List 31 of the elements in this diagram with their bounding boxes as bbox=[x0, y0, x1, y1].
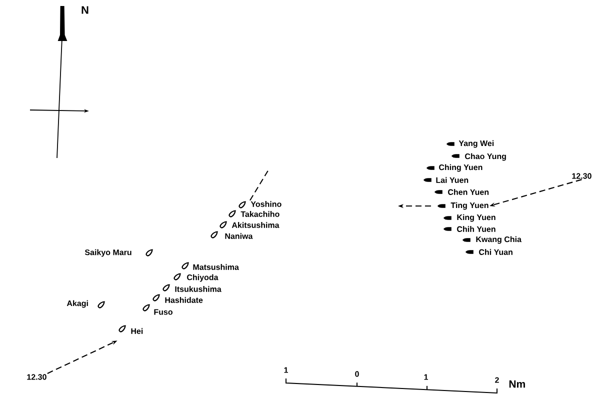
ship-name: Itsukushima bbox=[175, 286, 222, 292]
ship-name: Chi Yuan bbox=[479, 249, 512, 255]
ship-name: Matsushima bbox=[193, 264, 239, 270]
ship-name: Fuso bbox=[154, 309, 172, 315]
scale-number: 0 bbox=[355, 371, 359, 377]
ship-name: Hashidate bbox=[165, 297, 203, 303]
ship-name: Yoshino bbox=[250, 201, 282, 207]
scale-number: 2 bbox=[495, 377, 499, 383]
ship-name: Ting Yuen bbox=[450, 202, 488, 210]
ship-name: Takachiho bbox=[240, 211, 280, 217]
time-label: 12.30 bbox=[572, 173, 592, 179]
ship-name: Akitsushima bbox=[232, 222, 280, 228]
ship-name: Saikyo Maru bbox=[84, 249, 132, 257]
ship-name: Chen Yuen bbox=[448, 189, 489, 195]
ship-name: King Yuen bbox=[457, 214, 496, 222]
unit-label: Nm bbox=[509, 380, 525, 388]
time-label: 12.30 bbox=[27, 374, 46, 380]
ship-name: Ching Yuen bbox=[439, 164, 482, 172]
ship-name: Lai Yuen bbox=[436, 177, 468, 183]
ship-name: Hei bbox=[131, 328, 143, 334]
scale-number: 1 bbox=[284, 367, 288, 373]
ship-name: Naniwa bbox=[225, 233, 253, 239]
north-label: N bbox=[82, 6, 88, 14]
ship-name: Chiyoda bbox=[187, 274, 218, 282]
ship-name: Chih Yuen bbox=[457, 226, 496, 232]
ship-name: Akagi bbox=[66, 300, 88, 308]
ship-name: Kwang Chia bbox=[476, 236, 522, 244]
scale-number: 1 bbox=[424, 374, 428, 380]
track-line bbox=[250, 168, 270, 201]
ship-name: Yang Wei bbox=[458, 140, 494, 148]
ship-name: Chao Yung bbox=[465, 153, 506, 161]
